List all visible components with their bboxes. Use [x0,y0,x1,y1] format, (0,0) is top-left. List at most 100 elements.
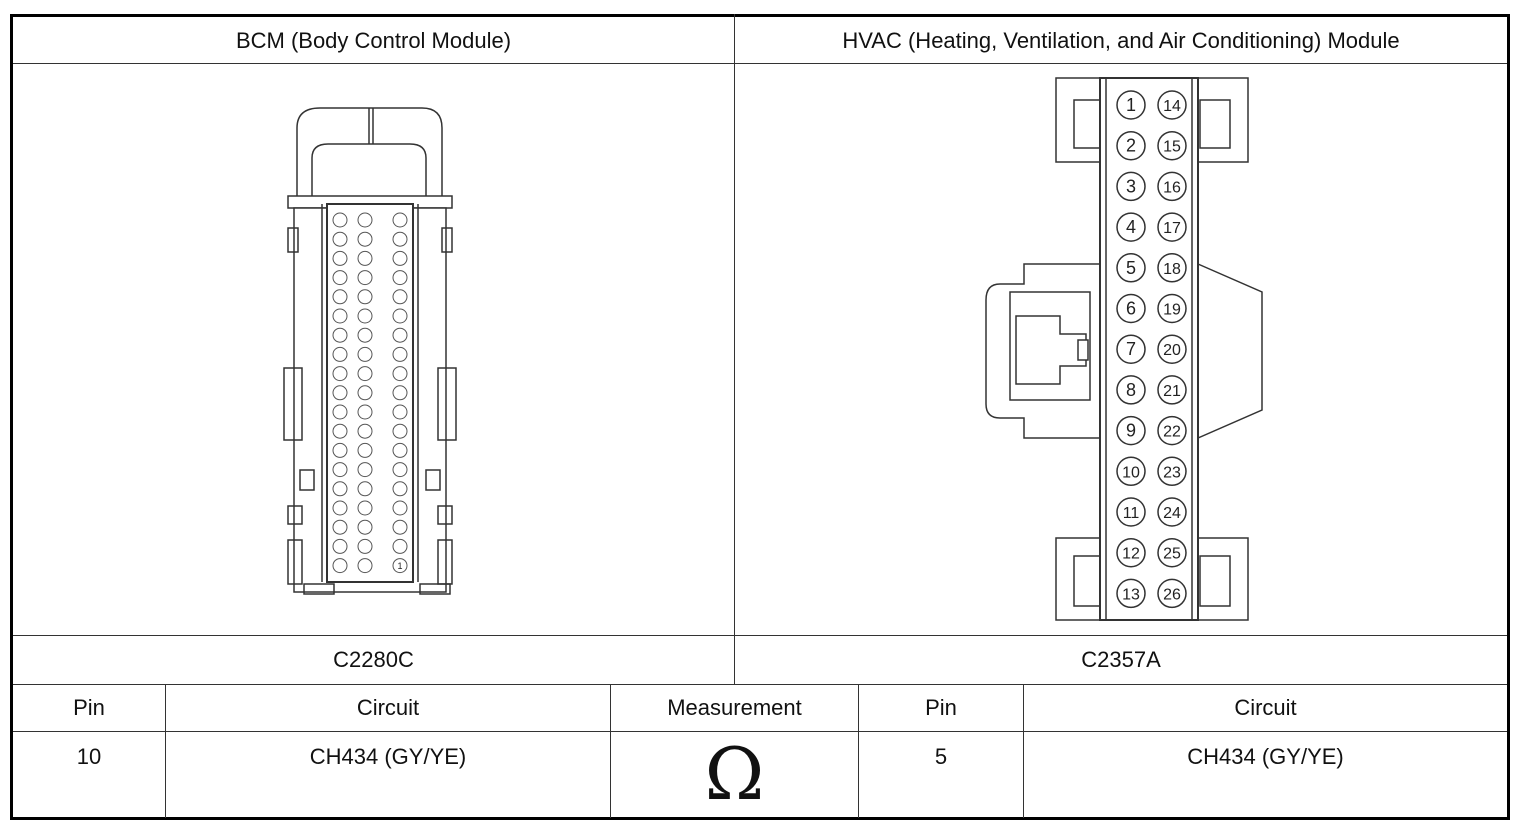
hvac-pin-6 [1116,293,1146,324]
hvac-pin-15 [1157,130,1187,161]
bcm-pin [392,481,408,497]
hvac-pin-16 [1157,171,1187,202]
bcm-pin [332,346,348,362]
hvac-pin-26 [1157,578,1187,609]
hvac-pin-label: 21 [1163,383,1181,400]
hvac-pin-label: 15 [1163,139,1181,156]
hvac-pin-25 [1157,537,1187,568]
hvac-pin-19 [1157,293,1187,324]
bcm-pin [392,346,408,362]
hvac-pin-2 [1116,130,1146,161]
hvac-pin-4 [1116,212,1146,242]
bcm-pin [357,346,373,362]
hvac-pin-label: 9 [1126,421,1136,441]
hvac-pin-label: 13 [1122,586,1140,603]
hvac-pin-24 [1157,497,1187,527]
col-divider-1 [165,684,166,818]
bcm-pin [332,231,348,247]
bcm-pin [392,308,408,324]
hvac-connector-label: C2357A [1081,647,1161,672]
bcm-pin [332,385,348,401]
bcm-pin [357,270,373,286]
hvac-pin-23 [1157,456,1187,487]
col-divider-4 [1023,684,1024,818]
hvac-pin-label: 3 [1126,176,1136,196]
bcm-pin [332,481,348,497]
bcm-pin [332,404,348,420]
hvac-pin-9 [1116,415,1146,446]
bcm-pin [357,442,373,458]
bcm-pin [332,538,348,554]
table-header-circuit-b: Circuit [1234,695,1297,720]
table-header-circuit-a: Circuit [356,695,420,720]
bcm-pin [357,385,373,401]
hvac-pin-7 [1116,334,1146,364]
hvac-pin-label: 6 [1126,299,1136,319]
hvac-pin-12 [1116,537,1146,568]
hvac-pin-label: 5 [1126,258,1136,278]
table-header-pin-b: Pin [925,695,957,720]
bcm-pin [332,442,348,458]
hvac-pin-17 [1157,212,1187,242]
bcm-pin [357,404,373,420]
hvac-pin-label: 1 [1126,95,1136,115]
table-header-measurement: Measurement [667,695,802,720]
bcm-pin [357,500,373,516]
bcm-pin [357,538,373,554]
bcm-pin [357,289,373,305]
hvac-pin-21 [1157,375,1187,405]
hvac-pin-14 [1157,90,1187,120]
hvac-pin-5 [1116,253,1146,283]
table-cell-pin-b: 5 [934,744,948,769]
bcm-pin [332,519,348,535]
bcm-header: BCM (Body Control Module) [235,28,512,53]
hvac-pin-13 [1116,578,1146,609]
bcm-pin [332,289,348,305]
bcm-pin-grid: 1 [332,212,408,574]
bcm-pin [392,231,408,247]
table-cell-pin-a: 10 [76,744,102,769]
bcm-pin [332,270,348,286]
bcm-pin [357,423,373,439]
bcm-pin [392,423,408,439]
bcm-pin [392,404,408,420]
bcm-pin [332,423,348,439]
bcm-pin [332,327,348,343]
hvac-pin-label: 7 [1126,339,1136,359]
hvac-pin-20 [1157,334,1187,364]
bcm-pin [332,366,348,382]
bcm-pin [332,558,348,574]
hvac-pin-11 [1116,497,1146,527]
hvac-pin-label: 12 [1122,546,1140,563]
ohm-meter-icon: Ω [704,732,765,816]
hvac-pin-label: 17 [1163,220,1181,237]
divider-header [13,63,1507,64]
divider-top [734,14,735,684]
hvac-pin-label: 24 [1163,505,1181,522]
bcm-pin [357,327,373,343]
table-cell-circuit-b: CH434 (GY/YE) [1187,744,1344,769]
hvac-pin-label: 20 [1163,342,1181,359]
bcm-pin [392,462,408,478]
hvac-pin-label: 18 [1163,261,1181,278]
bcm-pin [392,500,408,516]
hvac-pin-1 [1116,90,1146,120]
bcm-pin [357,558,373,574]
bcm-pin [357,366,373,382]
bcm-pin [357,481,373,497]
hvac-pin-label: 19 [1163,302,1181,319]
hvac-pin-label: 2 [1126,136,1136,156]
bcm-pin [357,212,373,228]
bcm-pin [392,538,408,554]
divider-table-header [13,731,1507,732]
hvac-pin-label: 22 [1163,424,1181,441]
hvac-pin-label: 4 [1126,217,1136,237]
hvac-pin-label: 14 [1163,98,1181,115]
bcm-pin [357,308,373,324]
hvac-pin-grid: 1234567891011121314151617181920212223242… [1116,90,1187,609]
hvac-pin-8 [1116,375,1146,405]
hvac-pin-label: 11 [1123,505,1140,522]
bcm-pin [392,366,408,382]
